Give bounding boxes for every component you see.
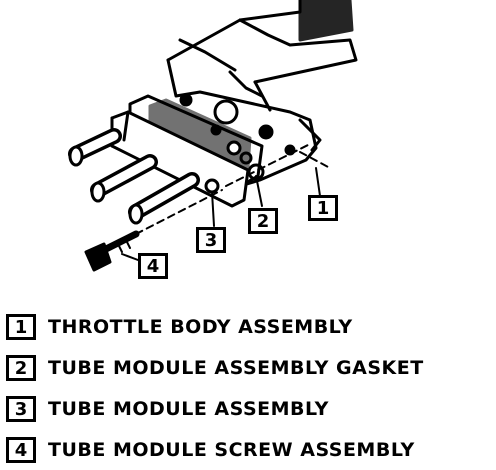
legend-number: 4 (14, 439, 28, 461)
callout-2: 2 (248, 208, 278, 234)
callout-3: 3 (196, 227, 226, 253)
callout-leaders (121, 167, 321, 261)
callout-4-number: 4 (146, 255, 160, 277)
legend-label: TUBE MODULE ASSEMBLY (48, 398, 329, 420)
callout-1: 1 (308, 195, 338, 221)
legend-number-box: 1 (6, 314, 36, 340)
screw (84, 230, 140, 272)
tube-module (68, 110, 250, 225)
callout-1-number: 1 (316, 197, 330, 219)
legend-number-box: 3 (6, 396, 36, 422)
legend-item-2: 2 TUBE MODULE ASSEMBLY GASKET (6, 353, 424, 383)
callout-4: 4 (138, 253, 168, 279)
alignment-lines (135, 143, 331, 235)
legend-item-3: 3 TUBE MODULE ASSEMBLY (6, 394, 329, 424)
legend-number: 3 (14, 398, 28, 420)
legend-number-box: 4 (6, 437, 36, 463)
callout-2-number: 2 (256, 210, 270, 232)
legend-item-1: 1 THROTTLE BODY ASSEMBLY (6, 312, 353, 342)
throttle-body-casting (166, 0, 358, 188)
legend-number-box: 2 (6, 355, 36, 381)
legend-label: THROTTLE BODY ASSEMBLY (48, 316, 353, 338)
legend-label: TUBE MODULE ASSEMBLY GASKET (48, 357, 424, 379)
legend-number: 1 (14, 316, 28, 338)
legend-item-4: 4 TUBE MODULE SCREW ASSEMBLY (6, 435, 415, 465)
callout-3-number: 3 (204, 229, 218, 251)
legend-number: 2 (14, 357, 28, 379)
legend-label: TUBE MODULE SCREW ASSEMBLY (48, 439, 415, 461)
